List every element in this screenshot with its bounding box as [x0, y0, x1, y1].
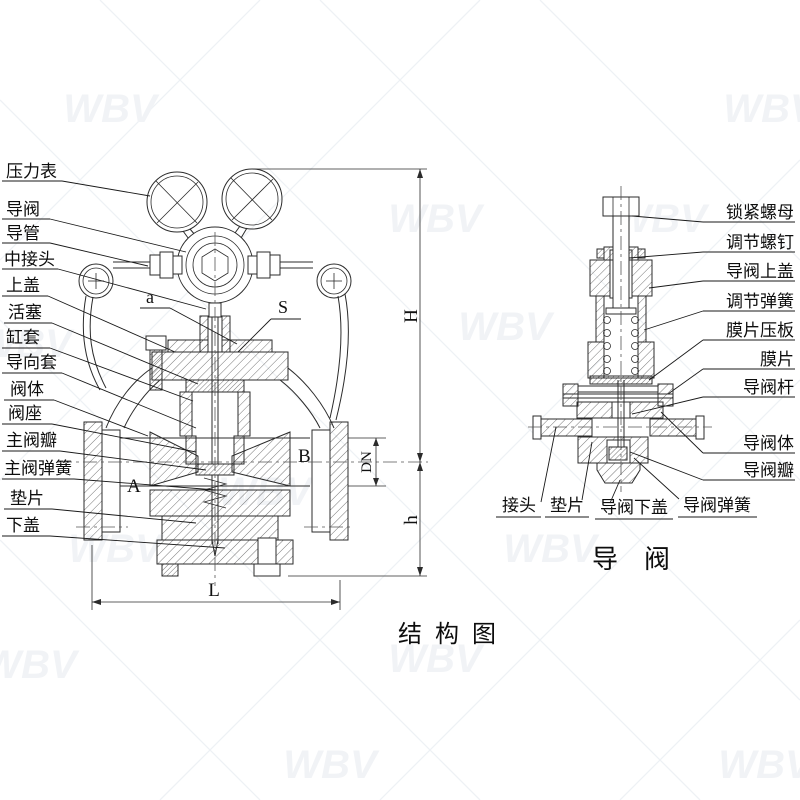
watermark-text: WBV: [63, 87, 160, 131]
valve-bonnet: [145, 315, 289, 391]
label-lock-nut: 锁紧螺母: [726, 203, 794, 222]
pipe-loop-right: [316, 263, 352, 299]
label-pilot-valve: 导阀: [6, 200, 40, 219]
pilot-body: [576, 401, 664, 419]
label-lower-cover: 下盖: [6, 516, 40, 535]
dim-H: H: [401, 309, 422, 323]
main-valve-labels: 压力表 导阀 导管 中接头 上盖 活塞 缸套 导向套 阀体 阀座 主阀瓣 主阀弹…: [2, 162, 226, 549]
label-valve-seat: 阀座: [8, 404, 42, 423]
watermark-text: WBV: [723, 87, 800, 131]
label-upper-cover: 上盖: [6, 276, 40, 295]
watermark-text: WBV: [283, 743, 380, 787]
main-diagram-title: 结构图: [398, 621, 509, 648]
watermark-text: WBV: [388, 197, 485, 241]
label-diaphragm: 膜片: [760, 350, 794, 369]
dim-S: S: [278, 297, 288, 317]
label-main-spring: 主阀弹簧: [4, 459, 72, 478]
bottom-cover: [149, 489, 294, 577]
label-joint: 接头: [502, 496, 536, 515]
dim-L: L: [208, 580, 220, 601]
watermark-text: WBV: [718, 743, 800, 787]
side-pipe-right: [649, 415, 705, 440]
main-valve-drawing: [58, 168, 428, 586]
flange-right: [311, 421, 349, 541]
guide-sleeve: [185, 435, 245, 465]
dim-DN: DN: [359, 451, 375, 473]
watermark-text: WBV: [458, 305, 555, 349]
guide-tube-left: [82, 295, 107, 391]
label-middle-joint: 中接头: [4, 250, 55, 269]
pipe-loop-left: [78, 263, 114, 299]
label-main-disc: 主阀瓣: [6, 431, 57, 450]
dim-a: a: [146, 287, 154, 307]
label-piston: 活塞: [8, 303, 42, 322]
label-pilot-stem: 导阀杆: [743, 378, 794, 397]
pilot-stem: [617, 380, 625, 447]
watermark-text: WBV: [0, 643, 80, 687]
label-pilot-spring: 导阀弹簧: [683, 496, 751, 515]
pilot-valve-drawing: [528, 186, 712, 492]
pilot-valve-disc: [608, 446, 628, 461]
dim-B: B: [298, 446, 311, 467]
label-guide-tube: 导管: [6, 224, 40, 243]
label-pilot-body: 导阀体: [743, 434, 794, 453]
watermark-text: WBV: [388, 637, 485, 681]
label-pilot-gasket: 垫片: [550, 496, 584, 515]
watermark-text: WBV: [68, 527, 165, 571]
watermark-text: WBV: [503, 527, 600, 571]
label-guide-sleeve: 导向套: [6, 353, 57, 372]
dimension-lines: H h DN L A B a S: [91, 168, 427, 610]
pilot-valve-title: 导阀: [592, 544, 696, 574]
label-pressure-gauge: 压力表: [6, 162, 57, 181]
pressure-gauge-left: [146, 171, 208, 247]
label-pilot-upper-cover: 导阀上盖: [726, 262, 794, 281]
gauge-pipe: [113, 251, 313, 279]
side-pipe-left: [532, 415, 593, 440]
flange-left: [83, 421, 121, 541]
label-gasket: 垫片: [10, 489, 44, 508]
label-pilot-disc: 导阀瓣: [743, 461, 794, 480]
label-adjusting-spring: 调节弹簧: [726, 292, 794, 311]
guide-tube-right: [329, 293, 349, 421]
dim-A: A: [127, 476, 141, 497]
pilot-valve-bottom-labels: 接头 垫片 导阀下盖 导阀弹簧: [496, 426, 757, 520]
label-pilot-lower-cover: 导阀下盖: [600, 498, 668, 517]
label-valve-body: 阀体: [10, 380, 44, 399]
label-cylinder-sleeve: 缸套: [6, 327, 40, 347]
label-adjusting-screw: 调节螺钉: [726, 233, 794, 252]
pilot-valve-labels: 锁紧螺母 调节螺钉 导阀上盖 调节弹簧 膜片压板 膜片 导阀杆 导阀体 导阀瓣: [628, 203, 795, 481]
label-diaphragm-plate: 膜片压板: [726, 321, 794, 340]
dim-h: h: [401, 515, 422, 525]
watermark-text: WBV: [0, 322, 75, 366]
pilot-lower-cover: [596, 462, 641, 484]
